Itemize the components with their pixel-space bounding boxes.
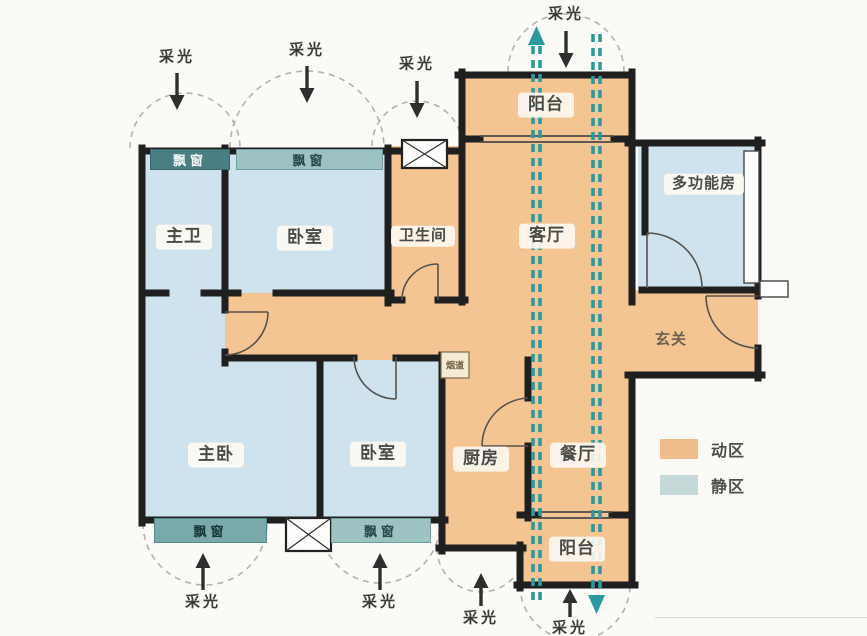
daylight-arrows — [169, 31, 578, 617]
legend-label-active: 动区 — [711, 443, 746, 460]
bay-window-label: 飘窗 — [236, 149, 383, 170]
room-label-living-room: 客厅 — [519, 223, 575, 249]
daylight-label: 采光 — [158, 48, 196, 66]
daylight-label: 采光 — [184, 593, 222, 611]
bay-window-label: 飘窗 — [331, 518, 431, 543]
room-label-entry: 玄关 — [654, 330, 688, 348]
airflow-lines — [528, 26, 605, 614]
legend-item-active: 动区 — [660, 437, 745, 461]
room-label-balcony-top: 阳台 — [518, 92, 574, 118]
flue-box — [440, 351, 470, 379]
room-label-dining-room: 餐厅 — [550, 442, 606, 468]
ac-platform — [759, 280, 789, 298]
legend-item-quiet: 静区 — [660, 473, 745, 497]
daylight-label: 采光 — [361, 593, 399, 611]
shaft-box-bottom — [284, 516, 333, 553]
daylight-label: 采光 — [288, 41, 326, 59]
room-label-multi-function: 多功能房 — [663, 173, 745, 195]
legend: 动区 静区 — [660, 437, 745, 497]
room-label-bathroom: 卫生间 — [390, 225, 456, 247]
legend-swatch-active — [660, 439, 698, 459]
daylight-label: 采光 — [462, 609, 500, 627]
legend-label-quiet: 静区 — [711, 479, 746, 496]
shaft-box-top — [400, 138, 449, 170]
daylight-label: 采光 — [551, 619, 589, 636]
walls — [138, 68, 766, 592]
room-label-bedroom-top: 卧室 — [277, 225, 333, 251]
daylight-label: 采光 — [398, 55, 436, 73]
bay-window-label: 飘窗 — [154, 518, 267, 543]
bay-window-label: 飘窗 — [150, 149, 230, 170]
divider-line — [655, 617, 867, 618]
room-label-kitchen: 厨房 — [453, 446, 509, 472]
room-fills — [142, 75, 758, 585]
room-label-flue: 烟道 — [445, 360, 465, 371]
room-label-master-bedroom: 主卧 — [188, 442, 244, 468]
room-label-balcony-bottom: 阳台 — [549, 536, 605, 562]
daylight-label: 采光 — [547, 5, 585, 23]
doors-and-fixtures — [224, 138, 789, 553]
window-strip — [743, 150, 760, 284]
room-label-master-bath: 主卫 — [156, 224, 212, 250]
legend-swatch-quiet — [660, 475, 698, 495]
room-label-bedroom-bottom: 卧室 — [350, 441, 406, 467]
